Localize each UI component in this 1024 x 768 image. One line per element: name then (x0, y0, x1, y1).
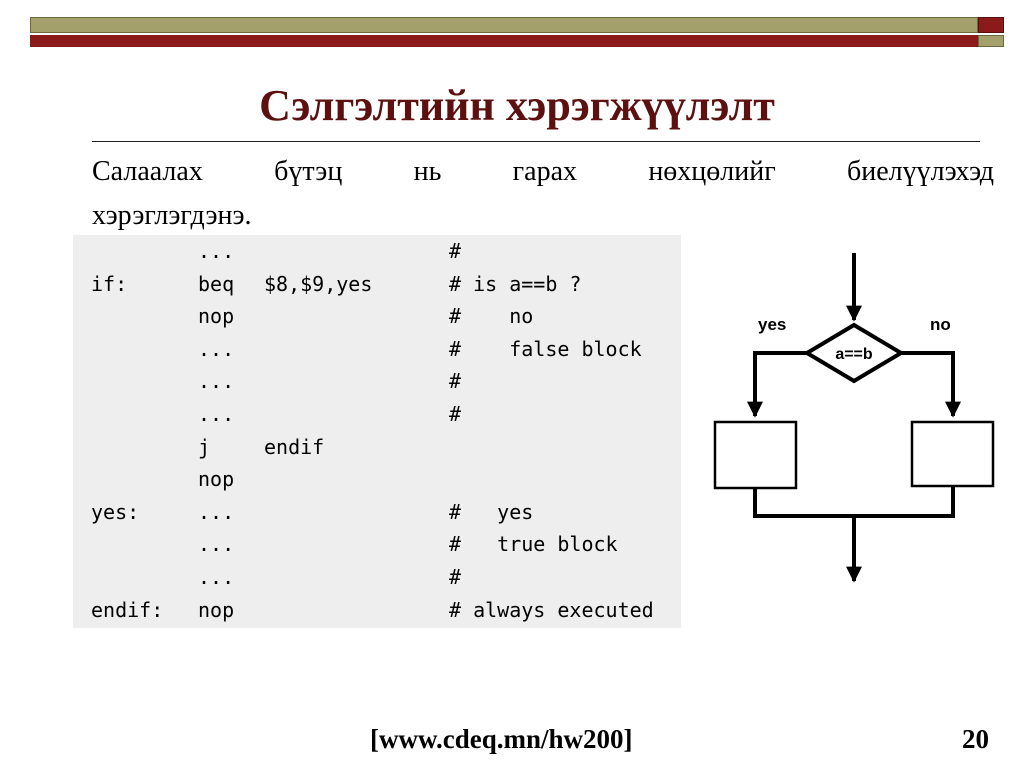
body-line-1: Салаалах бүтэц нь гарах нөхцөлийг биелүүлэхэд (92, 150, 994, 194)
body-word: бүтэц (274, 156, 343, 187)
code-line: ... # (73, 398, 681, 430)
footer-link[interactable]: [www.cdeq.mn/hw200] (370, 724, 633, 754)
body-word: Салаалах (92, 156, 203, 187)
code-comment: # (449, 239, 462, 263)
code-line: ... # (73, 561, 681, 593)
code-arg: endif (264, 434, 325, 459)
title-divider (92, 141, 980, 142)
code-line: ... # true block (73, 528, 681, 560)
code-line: if: beq $8,$9,yes # is a==b ? (73, 268, 681, 300)
page-number: 20 (962, 724, 989, 754)
code-op: ... (198, 336, 235, 361)
code-label: endif: (91, 597, 164, 622)
slide-title: Сэлгэлтийн хэрэгжүүлэлт (259, 81, 775, 130)
code-op: ... (198, 239, 235, 263)
code-line: yes:... # yes (73, 496, 681, 528)
code-line: ... # (73, 235, 681, 267)
code-op: ... (198, 499, 235, 524)
code-line: endif: nop # always executed (73, 594, 681, 626)
code-label: if: (91, 271, 128, 296)
code-label: yes: (91, 499, 140, 524)
body-word: нөхцөлийг (648, 156, 776, 187)
code-arg: $8,$9,yes (264, 271, 373, 296)
code-comment: # (449, 402, 462, 426)
no-label: no (930, 315, 951, 334)
code-line: j endif (73, 431, 681, 463)
true-block-box (713, 420, 798, 490)
code-op: ... (198, 402, 235, 426)
body-text: Салаалах бүтэц нь гарах нөхцөлийг биелүүлэхэд… (92, 150, 994, 238)
code-op: ... (198, 532, 235, 557)
body-word: нь (413, 156, 442, 187)
code-op: nop (198, 597, 235, 622)
body-word: гарах (512, 156, 578, 187)
code-line: ... # false block (73, 333, 681, 365)
code-line: nop # no (73, 300, 681, 332)
corner-olive-square (978, 35, 1004, 47)
yes-branch-arrow (747, 351, 807, 418)
merge-lines (753, 486, 955, 518)
code-comment: # yes (449, 499, 534, 524)
code-op: j (198, 434, 211, 459)
code-op: nop (198, 304, 235, 329)
code-op: ... (198, 565, 235, 589)
flowchart-diagram: a==b yes no (713, 253, 995, 583)
corner-red-square (978, 17, 1004, 33)
yes-label: yes (758, 315, 786, 334)
code-line: nop (73, 463, 681, 495)
header-olive-bar (30, 17, 978, 33)
code-line: ... # (73, 365, 681, 397)
code-comment: # true block (449, 532, 618, 557)
decision-label: a==b (835, 346, 873, 363)
code-comment: # (449, 565, 462, 589)
decision-diamond (803, 322, 905, 384)
code-op: ... (198, 369, 235, 394)
code-op: beq (198, 271, 235, 296)
code-op: nop (198, 467, 235, 492)
body-word: биелүүлэхэд (847, 156, 994, 187)
code-listing: ... # if: beq $8,$9,yes # is a==b ? nop # no...… (73, 235, 681, 628)
body-line-2: хэрэглэгдэнэ. (92, 200, 252, 231)
header-decoration (30, 17, 978, 47)
no-branch-arrow (901, 351, 961, 418)
header-red-bar (30, 35, 978, 47)
false-block-box (910, 420, 995, 488)
code-comment: # (449, 369, 462, 394)
code-comment: # no (449, 304, 534, 329)
code-comment: # is a==b ? (449, 271, 582, 296)
code-comment: # false block (449, 336, 642, 361)
code-comment: # always executed (449, 597, 654, 622)
